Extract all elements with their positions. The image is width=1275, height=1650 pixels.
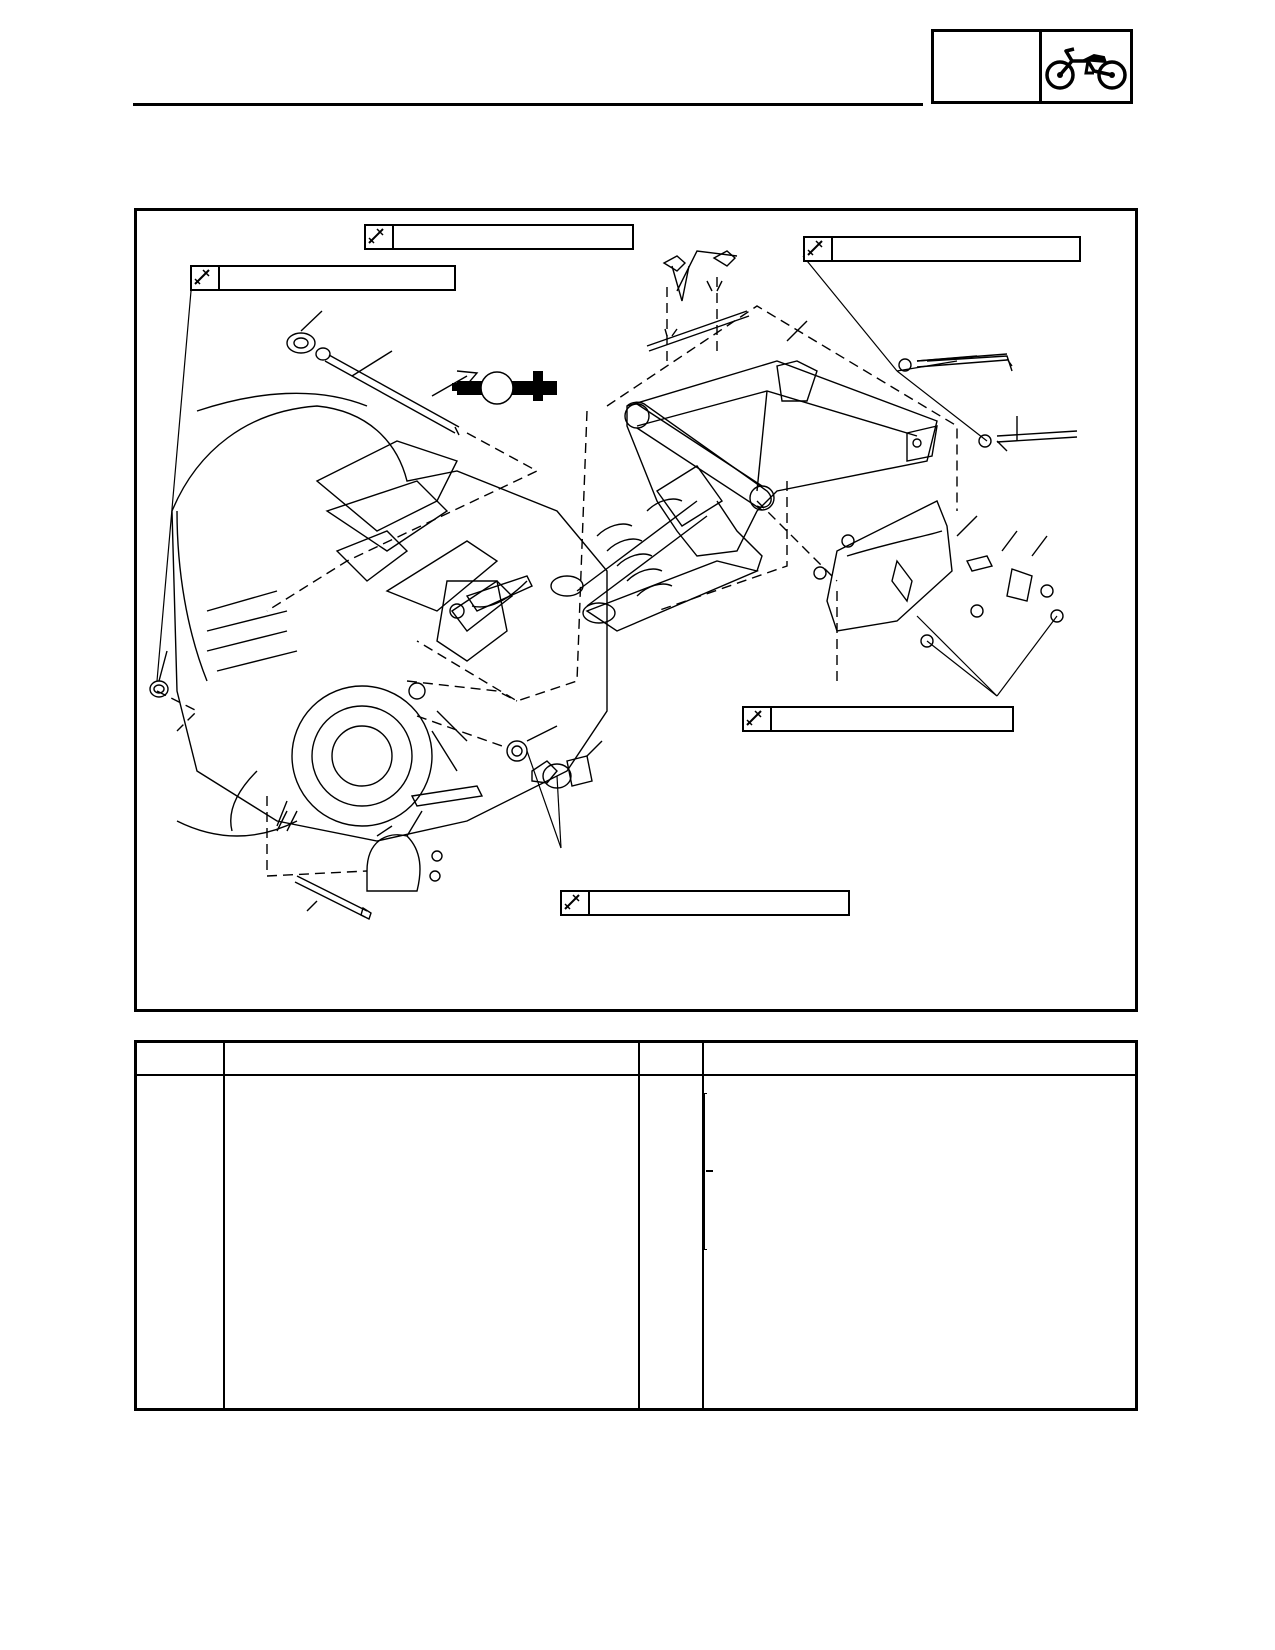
torque-label-rear-bolts: [803, 236, 1081, 262]
torque-wrench-icon: [192, 267, 220, 289]
parts-table: [134, 1040, 1138, 1411]
torque-wrench-icon: [562, 892, 590, 914]
table-column-divider: [638, 1043, 640, 1408]
table-column-divider: [223, 1043, 225, 1408]
grease-gun-icon: [452, 371, 557, 405]
table-column-divider: [702, 1043, 704, 1408]
torque-wrench-icon: [805, 238, 833, 260]
section-tab-blank-cell: [934, 32, 1042, 101]
torque-wrench-icon: [366, 226, 394, 248]
torque-label-hose-bolts: [364, 224, 634, 250]
torque-label-chain-guard: [742, 706, 1014, 732]
remarks-bracket: [704, 1093, 707, 1250]
remarks-bracket-tick: [706, 1170, 713, 1172]
section-tab: [931, 29, 1133, 104]
torque-value: [590, 892, 848, 914]
torque-label-pivot-nut: [190, 265, 456, 291]
section-tab-icon-cell: [1042, 32, 1130, 101]
torque-label-lower-pivot: [560, 890, 850, 916]
table-header-rule: [137, 1074, 1135, 1076]
exploded-view-diagram: [134, 208, 1138, 1012]
torque-value: [833, 238, 1079, 260]
torque-value: [220, 267, 454, 289]
torque-wrench-icon: [744, 708, 772, 730]
header-rule: [133, 103, 923, 106]
torque-value: [394, 226, 632, 248]
motorcycle-icon: [1045, 46, 1127, 90]
swingarm-exploded-drawing: [149, 250, 1078, 920]
torque-value: [772, 708, 1012, 730]
